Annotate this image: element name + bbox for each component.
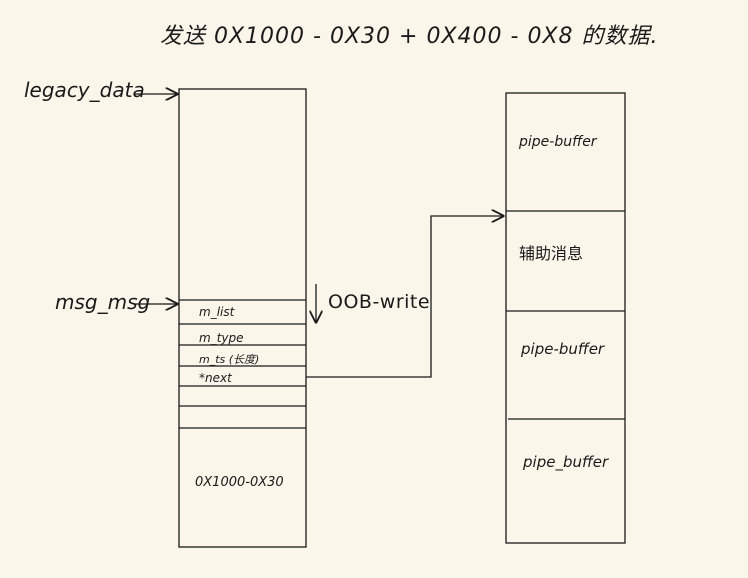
right-block-3: pipe-buffer <box>521 340 605 358</box>
left-memory-block <box>178 88 307 548</box>
oob-write-label: OOB-write <box>328 291 431 313</box>
right-block-4: pipe_buffer <box>523 453 609 471</box>
next-pointer-arrow <box>306 216 503 378</box>
msg-body-size: 0X1000-0X30 <box>195 475 284 490</box>
right-block-1: pipe-buffer <box>519 134 597 150</box>
msg-header-lines <box>179 299 306 429</box>
field-m-type: m_type <box>199 331 244 345</box>
right-block-2: 辅助消息 <box>519 244 584 263</box>
msg-msg-label: msg_msg <box>55 290 151 314</box>
field-m-list: m_list <box>199 305 235 319</box>
field-m-ts: m_ts (长度) <box>199 353 260 366</box>
field-next: *next <box>199 371 232 385</box>
legacy-data-label: legacy_data <box>24 78 145 102</box>
right-memory-block <box>505 92 626 544</box>
diagram-title: 发送 0X1000 - 0X30 + 0X400 - 0X8 的数据. <box>160 24 659 49</box>
right-block-dividers <box>506 210 625 420</box>
